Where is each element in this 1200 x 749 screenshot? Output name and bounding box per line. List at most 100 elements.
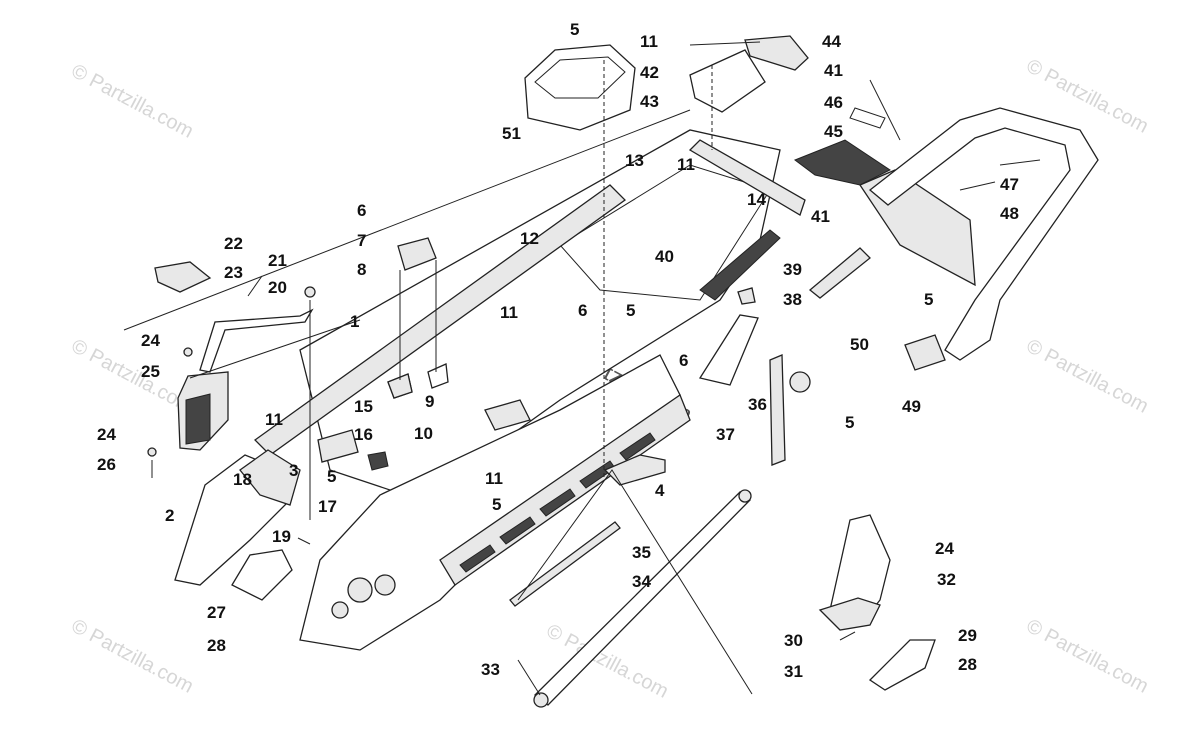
cooler-fin: [459, 544, 496, 573]
callout-14: 14: [747, 190, 766, 209]
callout-36: 36: [748, 395, 767, 414]
cooler-fin: [619, 432, 656, 461]
watermark: © Partzilla.com: [1023, 615, 1152, 698]
part-38-clip: [737, 287, 756, 305]
callout-28: 28: [207, 636, 226, 655]
callout-37: 37: [716, 425, 735, 444]
callout-15: 15: [354, 397, 373, 416]
part-27-footrest: [231, 549, 293, 601]
callout-7: 7: [357, 231, 366, 250]
callout-24: 24: [141, 331, 160, 350]
part-16-connector: [367, 451, 389, 471]
callout-45: 45: [824, 122, 843, 141]
callout-23: 23: [224, 263, 243, 282]
callout-11: 11: [265, 410, 283, 429]
callout-27: 27: [207, 603, 226, 622]
part-23-bolt: [247, 275, 263, 297]
part-8-mount: [397, 237, 437, 271]
part-16-module: [317, 429, 359, 463]
part-18-bracket: [239, 449, 301, 506]
leader-33b: [517, 469, 753, 695]
callout-5: 5: [924, 290, 933, 309]
leader-lines: [123, 41, 1041, 696]
watermark: © Partzilla.com: [68, 615, 197, 698]
callout-47: 47: [1000, 175, 1019, 194]
cooler-fin: [499, 516, 536, 545]
callout-29: 29: [958, 626, 977, 645]
callout-6: 6: [679, 351, 688, 370]
part-22-cover: [154, 261, 212, 293]
side-panel-hole: [374, 574, 396, 596]
tunnel-top-deck: [299, 129, 781, 501]
watermark: © Partzilla.com: [68, 60, 197, 143]
callout-2: 2: [165, 506, 174, 525]
part-45-flap: [793, 139, 891, 186]
tunnel-decal: [699, 229, 781, 301]
callout-16: 16: [354, 425, 373, 444]
callout-1: 1: [350, 312, 359, 331]
part-25-vents: [185, 393, 211, 445]
tunnel-rear-panel: [559, 164, 771, 301]
deck-cutout: [427, 363, 449, 389]
callout-38: 38: [783, 290, 802, 309]
callout-49: 49: [902, 397, 921, 416]
callout-21: 21: [268, 251, 287, 270]
callout-39: 39: [783, 260, 802, 279]
bottom-parts: [509, 489, 936, 708]
part-9-cap: [387, 373, 413, 399]
callout-40: 40: [655, 247, 674, 266]
side-panel-hole: [331, 601, 349, 619]
top-parts: [524, 35, 1099, 486]
callout-11: 11: [677, 155, 695, 174]
part-32-footrest-plate: [818, 597, 881, 631]
callout-22: 22: [224, 234, 243, 253]
part-29-footrest-cover: [868, 639, 936, 691]
leader-41: [869, 79, 901, 141]
watermark: © Partzilla.com: [1023, 335, 1152, 418]
callout-10: 10: [414, 424, 433, 443]
callout-5: 5: [845, 413, 854, 432]
tunnel-assembly: [253, 129, 781, 651]
callout-41: 41: [824, 61, 843, 80]
part-35-strip: [509, 521, 621, 607]
callout-24: 24: [935, 539, 954, 558]
part-14-rail: [688, 139, 806, 216]
callout-26: 26: [97, 455, 116, 474]
leader-1b: [189, 319, 361, 379]
part-24-nut: [147, 447, 157, 457]
leader-1: [123, 109, 691, 331]
callout-20: 20: [268, 278, 287, 297]
callout-43: 43: [640, 92, 659, 111]
part-4-bracket: [603, 454, 666, 486]
callout-6: 6: [357, 201, 366, 220]
cooler-fins: [459, 432, 656, 573]
part-34-bar-end: [533, 692, 549, 708]
callout-32: 32: [937, 570, 956, 589]
leader-bumper: [999, 159, 1041, 166]
part-51-bag-lid: [534, 56, 626, 99]
part-39-snow-flap: [808, 247, 871, 299]
callout-13: 13: [625, 151, 644, 170]
callout-35: 35: [632, 543, 651, 562]
leader-33: [517, 659, 541, 696]
part-37-gear: [789, 371, 811, 393]
callout-24: 24: [97, 425, 116, 444]
callout-5: 5: [492, 495, 501, 514]
callout-3: 3: [289, 461, 298, 480]
callout-12: 12: [520, 229, 539, 248]
callout-50: 50: [850, 335, 869, 354]
callout-46: 46: [824, 93, 843, 112]
callout-34: 34: [632, 572, 651, 591]
callout-11: 11: [500, 303, 518, 322]
callout-6: 6: [578, 301, 587, 320]
part-34-bar-end: [738, 489, 752, 503]
part-50-bracket: [904, 334, 946, 371]
part-46-decal: [849, 107, 886, 129]
callout-31: 31: [784, 662, 803, 681]
watermark: © Partzilla.com: [68, 335, 197, 418]
callout-30: 30: [784, 631, 803, 650]
leader-47: [959, 181, 996, 191]
part-37-cable: [769, 354, 786, 466]
callout-33: 33: [481, 660, 500, 679]
